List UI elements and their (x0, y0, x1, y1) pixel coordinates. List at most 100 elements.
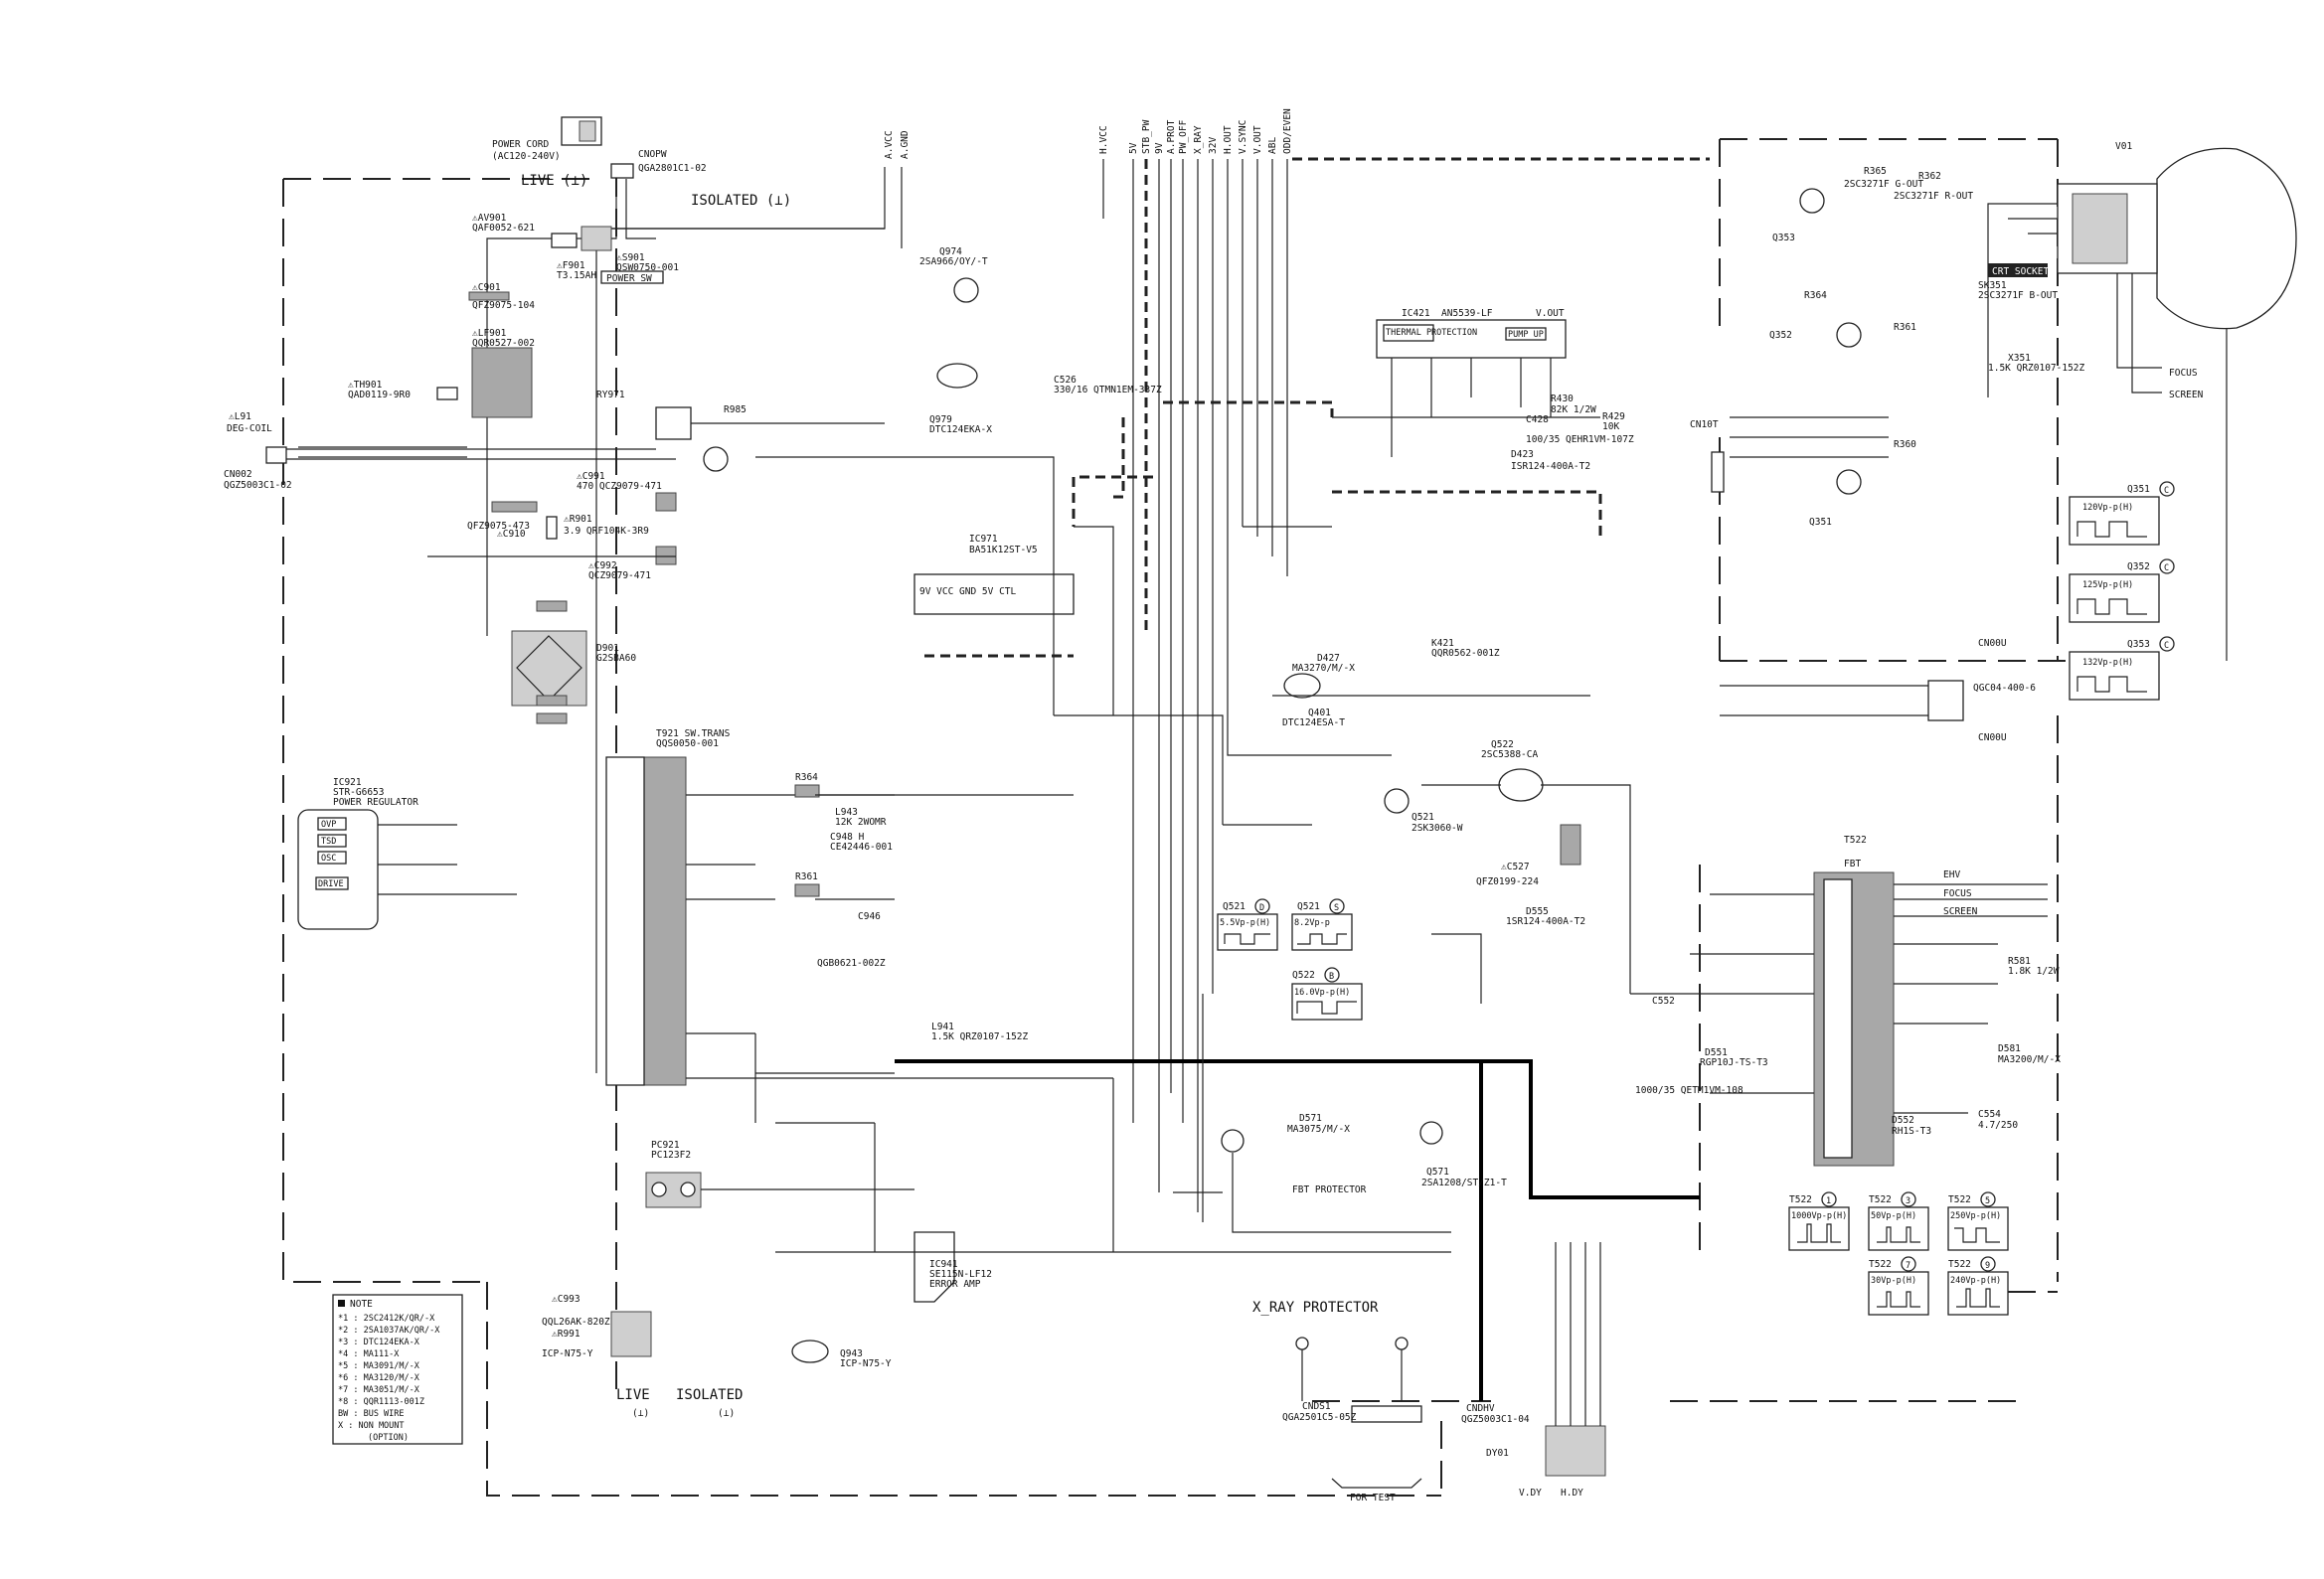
wave-t522-3-tag: 3 (1906, 1196, 1910, 1206)
wave-q521s-value: 8.2Vp-p (1294, 918, 1330, 928)
c526-val: 330/16 QTMN1EM-337Z (1054, 385, 1162, 395)
d581-val: MA3200/M/-X (1998, 1054, 2061, 1065)
cndhv-part: QGZ5003C1-04 (1461, 1414, 1530, 1425)
q943-val: ICP-N75-Y (840, 1358, 892, 1369)
c910-val: QFZ9075-473 (467, 521, 530, 532)
q974-val: 2SA966/OY/-T (919, 256, 988, 267)
fbt-t522: T522 FBT EHV FOCUS SCREEN C552 1000/35 Q… (1635, 835, 2061, 1167)
error-amp-label: ERROR AMP (929, 1279, 981, 1290)
wave-q352-value: 125Vp-p(H) (2082, 580, 2133, 590)
cp981-label: R364 (795, 772, 818, 783)
t921-transformer: T921 SW.TRANS QQS0050-001 (605, 728, 1074, 1086)
waveform-crt: Q351 C 120Vp-p(H) Q352 C 125Vp-p(H) Q353… (2069, 481, 2175, 701)
cn00u-label-bottom: CN00U (1978, 732, 2007, 743)
top-signal-bus (595, 157, 1710, 1212)
r362-val: 2SC3271F R-OUT (1894, 191, 1973, 202)
cn002-label: CN002 (224, 469, 252, 480)
q979-val: DTC124EKA-X (929, 424, 992, 435)
q522-val: 2SC5388-CA (1481, 749, 1538, 760)
wave-t522-9-id: T522 (1948, 1259, 1971, 1270)
ic921-drive: DRIVE (318, 879, 344, 889)
r360-label: R360 (1894, 439, 1916, 450)
l941-val: 1.5K QRZ0107-152Z (931, 1031, 1029, 1042)
wave-q521s-id: Q521 (1297, 901, 1320, 912)
note-item: *8 : QQR1113-001Z (338, 1397, 424, 1407)
wave-q352-id: Q352 (2127, 561, 2150, 572)
signal-label: A.VCC (884, 130, 895, 159)
fbt-protector-label: FBT PROTECTOR (1292, 1184, 1367, 1195)
c428-val: 100/35 QEHR1VM-107Z (1526, 434, 1634, 445)
av901-val: QAF0052-621 (472, 223, 535, 234)
pc921-label: PC921 (651, 1140, 680, 1151)
signal-label: ABL (1267, 137, 1278, 154)
cn002-part: QGZ5003C1-02 (224, 480, 292, 491)
d423-val: ISR124-400A-T2 (1511, 461, 1590, 472)
signal-label: A.PROT (1166, 119, 1177, 154)
wave-t522-9-tag: 9 (1985, 1261, 1990, 1271)
for-test-label: FOR TEST (1350, 1493, 1396, 1503)
x351-label: X351 (2008, 353, 2031, 364)
x-ray-label: X_RAY PROTECTOR (1252, 1300, 1379, 1316)
relay-driver: Q974 2SA966/OY/-T Q979 DTC124EKA-X C526 … (919, 246, 1162, 435)
pc921-optocoupler: PC921 PC123F2 (645, 1140, 914, 1208)
d581-label: D581 (1998, 1043, 2021, 1054)
wave-q351-id: Q351 (2127, 484, 2150, 495)
d423-label: D423 (1511, 449, 1534, 460)
signal-label: ODD/EVEN (1282, 108, 1293, 154)
c993-label: ⚠C993 (552, 1294, 581, 1305)
c527-label: ⚠C527 (1501, 862, 1530, 872)
r365-val: 2SC3271F G-OUT (1844, 179, 1923, 190)
r365-label: R365 (1864, 166, 1887, 177)
wave-q521d-value: 5.5Vp-p(H) (1220, 918, 1270, 928)
c552-label: C552 (1652, 996, 1675, 1007)
r991-val: ICP-N75-Y (542, 1348, 593, 1359)
q521-label: Q521 (1411, 812, 1434, 823)
c901-val: QFZ9075-104 (472, 300, 535, 311)
t522-label: T522 (1844, 835, 1867, 846)
cn10t-label: CN10T (1690, 419, 1719, 430)
d901-label: D901 (596, 643, 619, 654)
wave-q353-value: 132Vp-p(H) (2082, 658, 2133, 668)
ic921-osc: OSC (321, 854, 336, 864)
note-item: *1 : 2SC2412K/QR/-X (338, 1314, 435, 1324)
power-sw-label: POWER SW (606, 273, 652, 284)
wave-t522-3-id: T522 (1869, 1194, 1892, 1205)
th901-val: QAD0119-9R0 (348, 390, 411, 400)
signal-label: H.OUT (1223, 125, 1234, 154)
d555-val: 1SR124-400A-T2 (1506, 916, 1585, 927)
l941-label: L941 (931, 1022, 954, 1032)
q571-label: Q571 (1426, 1167, 1449, 1178)
wave-q351-tag: C (2164, 486, 2169, 496)
ic921-tsd: TSD (321, 837, 336, 847)
d973-label: R985 (724, 404, 747, 415)
signal-label: STB_PW (1141, 119, 1152, 154)
wave-t522-1-id: T522 (1789, 1194, 1812, 1205)
isolated-bottom-label: ISOLATED (676, 1387, 743, 1403)
c993-val: QQL26AK-820Z (542, 1317, 610, 1328)
cnds1-label: CNDS1 (1302, 1401, 1331, 1412)
wave-q351-value: 120Vp-p(H) (2082, 503, 2133, 513)
d571-val: MA3075/M/-X (1287, 1124, 1350, 1135)
note-item: *3 : DTC124EKA-X (338, 1338, 420, 1347)
t921-part: QQS0050-001 (656, 738, 719, 749)
d552-val: RH1S-T3 (1892, 1126, 1931, 1137)
th901-label: ⚠TH901 (348, 380, 383, 391)
signal-label: 32V (1208, 137, 1219, 154)
c910-label: ⚠C910 (497, 529, 526, 540)
k421-label: K421 (1431, 638, 1454, 649)
cnopw-part: QGA2801C1-02 (638, 163, 707, 174)
dy01-label: DY01 (1486, 1448, 1509, 1459)
c992-val: QCZ9079-471 (588, 570, 651, 581)
isolation-caps: ⚠C993 QQL26AK-820Z ⚠R991 ICP-N75-Y LIVE … (542, 1294, 743, 1419)
wave-q522-id: Q522 (1292, 970, 1315, 981)
note-item: *5 : MA3091/M/-X (338, 1361, 420, 1371)
waveform-t522: T522 1 1000Vp-p(H) T522 3 50Vp-p(H) T522… (1788, 1191, 2009, 1316)
ehv-label: EHV (1943, 869, 1960, 880)
note-legend: NOTE *1 : 2SC2412K/QR/-X *2 : 2SA1037AK/… (332, 1294, 463, 1445)
dy-connector: CNDHV QGZ5003C1-04 DY01 V.DY H.DY (1461, 1242, 1606, 1499)
c526-label: C526 (1054, 375, 1077, 386)
r581-val: 1.8K 1/2W (2008, 966, 2060, 977)
l91-val: DEG-COIL (227, 423, 272, 434)
ic921-power-regulator: IC921 STR-G6653 POWER REGULATOR OVP TSD … (297, 777, 517, 930)
